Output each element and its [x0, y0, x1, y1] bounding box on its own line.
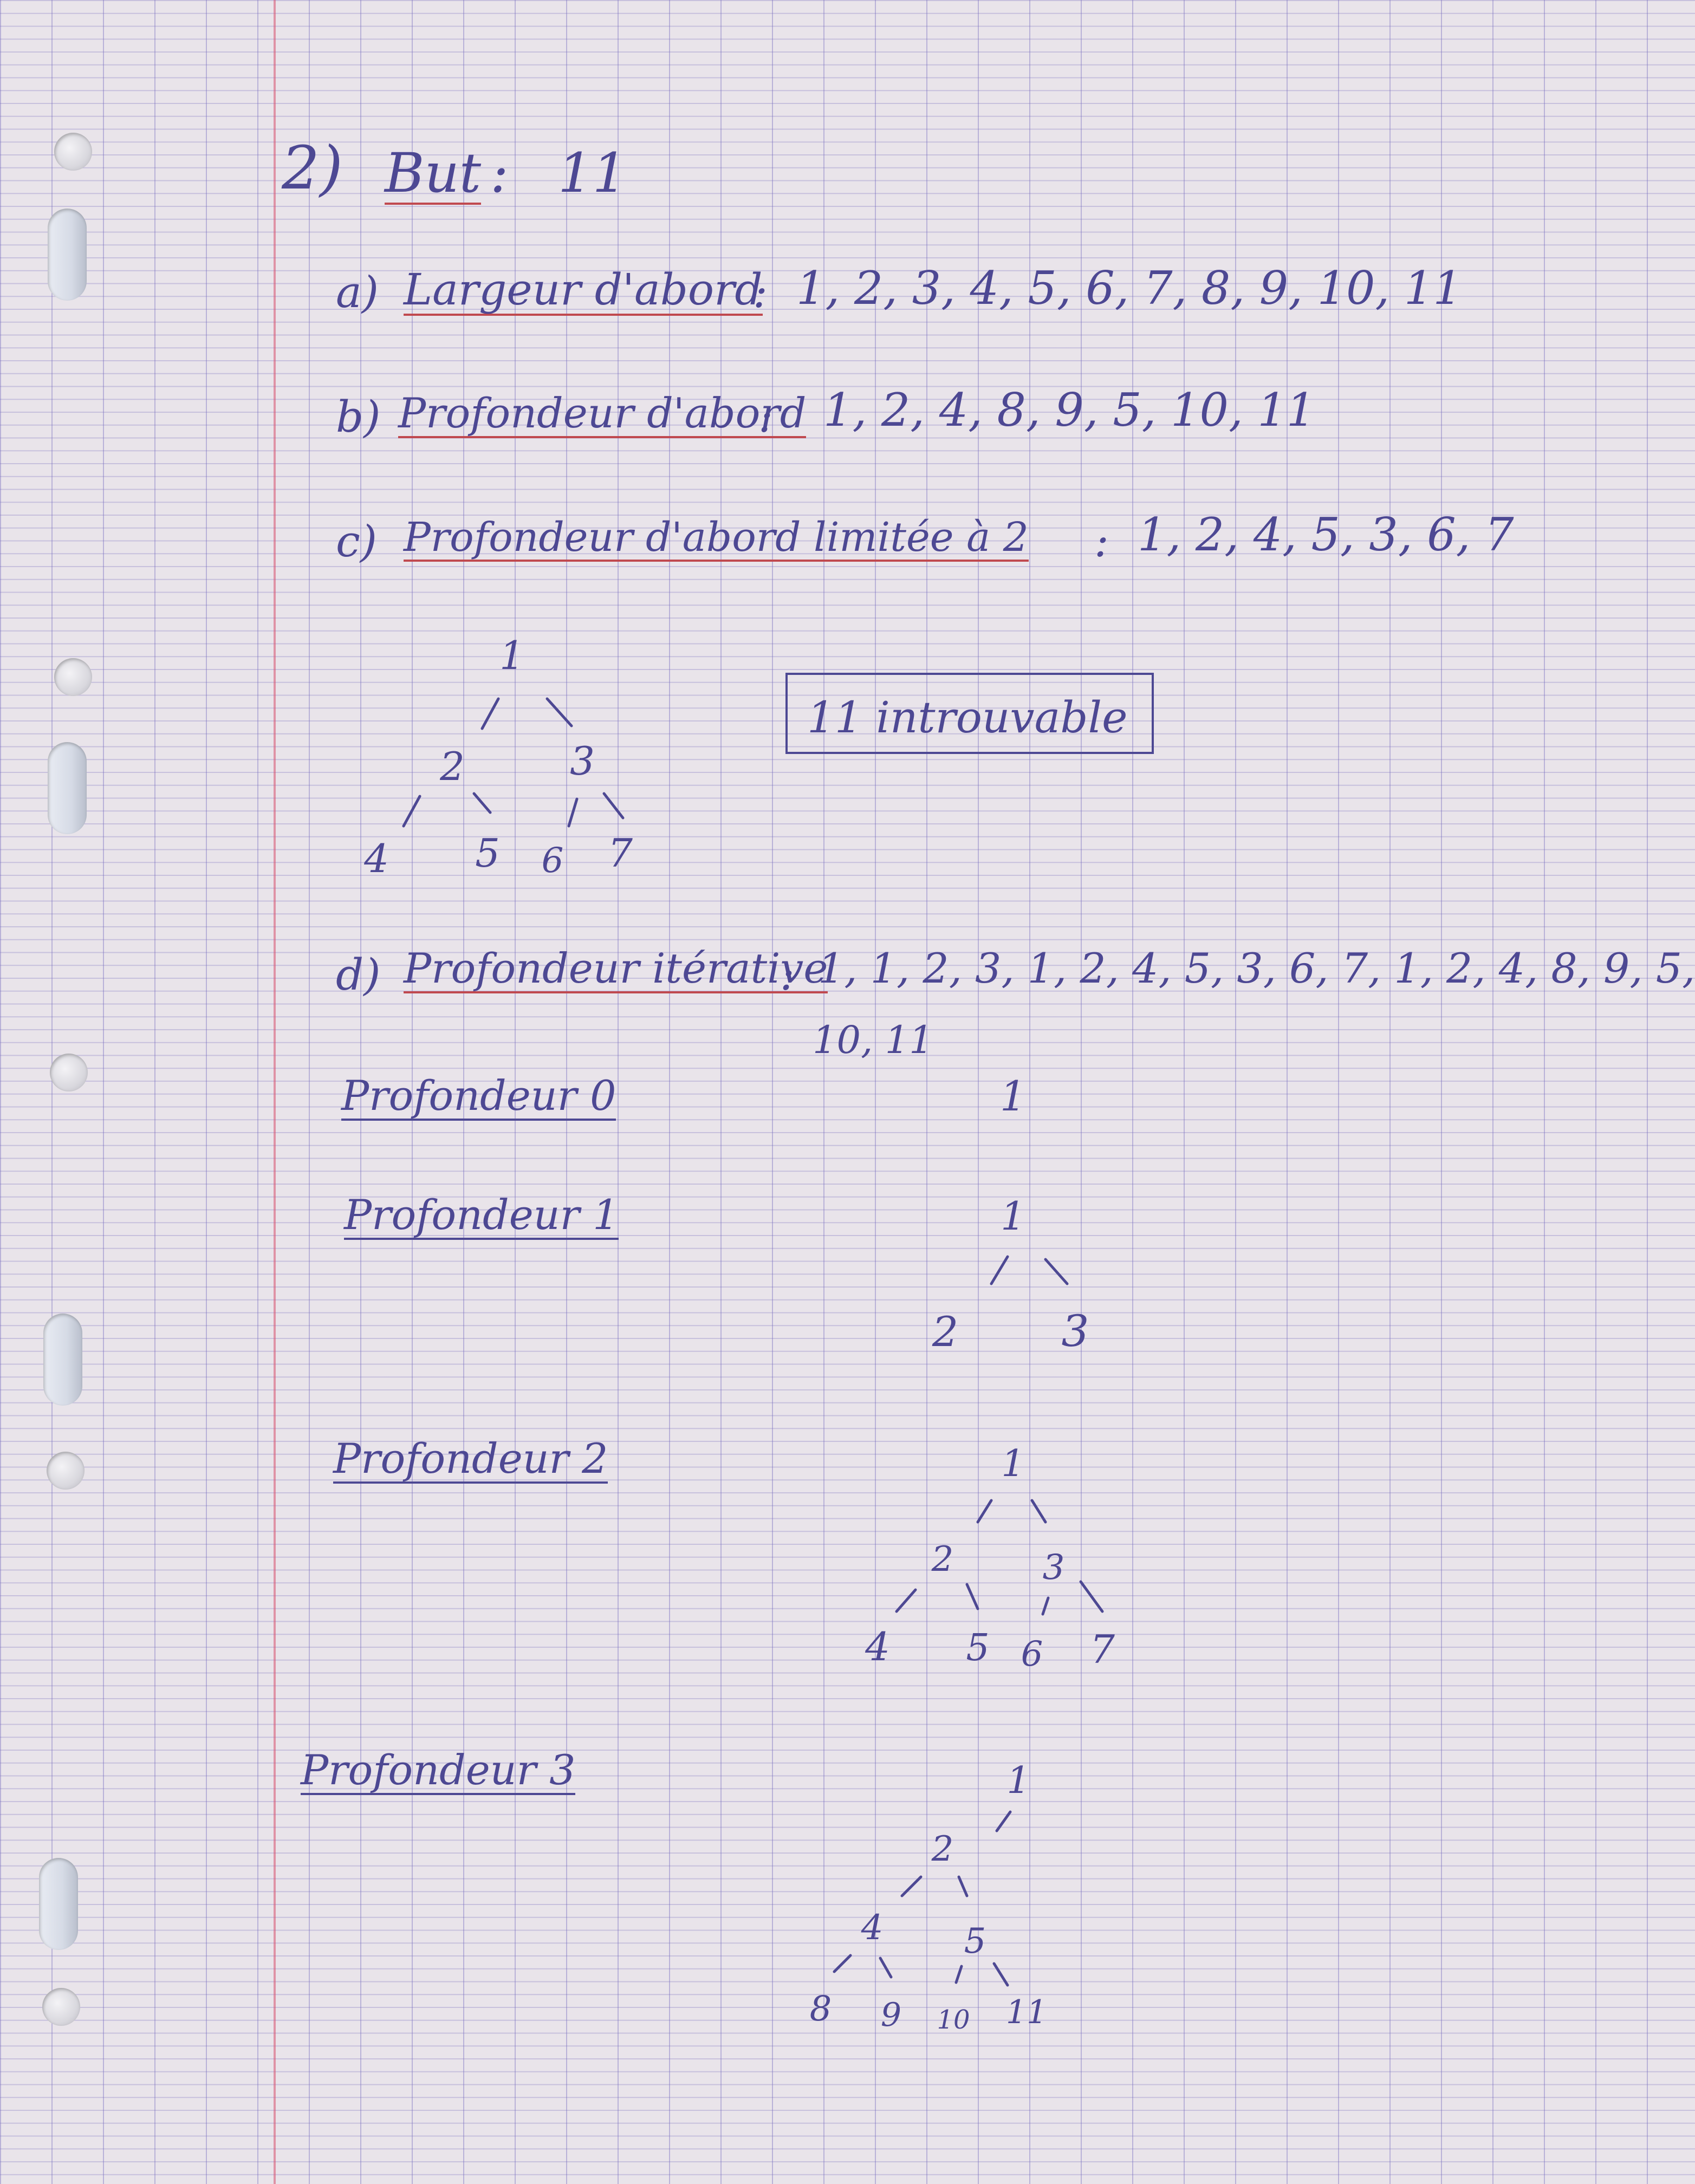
- tree-node: 7: [1090, 1627, 1115, 1672]
- tree-node: 2: [931, 1539, 954, 1580]
- tree-edge: [965, 1583, 979, 1610]
- tree-node: 2: [439, 744, 465, 789]
- tree-node: 1: [1001, 1193, 1025, 1239]
- tree-part-c: 1 2 3 4 5 6 7: [363, 633, 633, 881]
- part-d-letter: d): [336, 950, 381, 1000]
- part-b-separator: :: [758, 392, 773, 442]
- part-b-title: Profondeur d'abord: [398, 389, 807, 438]
- binder-slot: [48, 742, 87, 834]
- binder-slot: [43, 1314, 82, 1406]
- tree-edge: [480, 697, 500, 730]
- goal-label: But: [385, 141, 482, 205]
- binder-hole: [54, 658, 92, 696]
- tree-node: 1: [499, 633, 524, 678]
- binder-slot: [48, 209, 87, 301]
- tree-edge: [1030, 1499, 1047, 1524]
- tree-node: 6: [1021, 1634, 1043, 1674]
- part-a-letter: a): [336, 267, 379, 317]
- tree-edge: [472, 792, 492, 814]
- binder-slot: [39, 1858, 78, 1950]
- tree-edge: [990, 1255, 1009, 1285]
- tree-node: 5: [966, 1627, 989, 1669]
- tree-node: 3: [1062, 1306, 1089, 1356]
- binder-hole: [54, 133, 92, 171]
- not-found-note: 11 introuvable: [807, 692, 1128, 743]
- goal-separator: :: [490, 141, 509, 205]
- tree-node: 9: [881, 1996, 901, 2034]
- tree-edge: [992, 1962, 1009, 1987]
- not-found-box: [785, 673, 1154, 754]
- search-trees: 1 2 3 4 5 6 7 1 1 2 3 1 2 3 4 5 6: [363, 633, 1115, 2035]
- part-d-separator: :: [780, 950, 795, 1000]
- tree-node: 2: [932, 1308, 958, 1356]
- tree-node: 3: [570, 738, 595, 784]
- tree-edge: [545, 697, 573, 727]
- tree-node: 3: [1043, 1548, 1065, 1588]
- exercise-number: 2): [282, 133, 343, 203]
- tree-node: 2: [931, 1829, 954, 1869]
- tree-node: 6: [542, 841, 564, 881]
- tree-edge: [879, 1956, 893, 1979]
- tree-node: 5: [964, 1921, 986, 1961]
- binder-hole: [47, 1452, 85, 1490]
- depth-0-label: Profondeur 0: [341, 1071, 616, 1121]
- tree-edge: [402, 795, 421, 828]
- tree-node: 1: [1001, 1442, 1024, 1485]
- tree-edge: [1041, 1596, 1050, 1616]
- tree-edge: [895, 1588, 917, 1613]
- tree-node: 7: [608, 830, 633, 876]
- tree-depth-3: 1 2 4 5 8 9 10 11: [810, 1759, 1048, 2035]
- tree-edge: [995, 1810, 1012, 1832]
- goal-value: 11: [558, 141, 627, 205]
- part-c-separator: :: [1094, 516, 1109, 567]
- part-d-title: Profondeur itérative: [404, 944, 828, 993]
- tree-edge: [976, 1499, 993, 1524]
- tree-node: 1: [1006, 1759, 1030, 1802]
- tree-node: 5: [475, 830, 500, 876]
- part-d-sequence-line1: 1, 1, 2, 3, 1, 2, 4, 5, 3, 6, 7, 1, 2, 4…: [818, 944, 1695, 992]
- tree-edge: [954, 1965, 963, 1984]
- tree-edge: [1044, 1258, 1069, 1285]
- part-b-letter: b): [336, 392, 381, 442]
- part-a-sequence: 1, 2, 3, 4, 5, 6, 7, 8, 9, 10, 11: [796, 262, 1462, 315]
- depth-3-label: Profondeur 3: [301, 1746, 576, 1795]
- tree-edge: [602, 792, 625, 820]
- part-c-sequence: 1, 2, 4, 5, 3, 6, 7: [1138, 508, 1514, 561]
- tree-node: 4: [861, 1908, 884, 1948]
- tree-edge: [567, 797, 579, 828]
- tree-edge: [1079, 1580, 1104, 1613]
- binder-hole: [50, 1054, 88, 1091]
- depth-1-label: Profondeur 1: [344, 1191, 619, 1240]
- tree-edge: [900, 1875, 923, 1897]
- tree-edge: [833, 1954, 852, 1973]
- part-a-title: Largeur d'abord: [404, 264, 763, 316]
- part-d-sequence-line2: 10, 11: [813, 1018, 933, 1062]
- tree-edge: [957, 1875, 969, 1897]
- tree-node: 4: [865, 1624, 890, 1669]
- tree-node: 1: [1000, 1072, 1026, 1120]
- part-a-separator: :: [753, 267, 768, 317]
- part-c-title: Profondeur d'abord limitée à 2: [404, 514, 1029, 562]
- tree-node: 4: [363, 836, 389, 881]
- tree-depth-2: 1 2 3 4 5 6 7: [865, 1442, 1115, 1674]
- tree-depth-1: 1 2 3: [932, 1193, 1089, 1356]
- tree-node: 10: [937, 2005, 970, 2035]
- part-b-sequence: 1, 2, 4, 8, 9, 5, 10, 11: [823, 384, 1316, 437]
- part-c-letter: c): [336, 516, 378, 567]
- tree-node: 11: [1006, 1993, 1047, 2031]
- binder-hole: [42, 1988, 80, 2026]
- margin-line: [274, 0, 276, 2184]
- tree-node: 8: [810, 1989, 832, 2029]
- tree-depth-0: 1: [1000, 1072, 1026, 1120]
- depth-2-label: Profondeur 2: [333, 1434, 608, 1484]
